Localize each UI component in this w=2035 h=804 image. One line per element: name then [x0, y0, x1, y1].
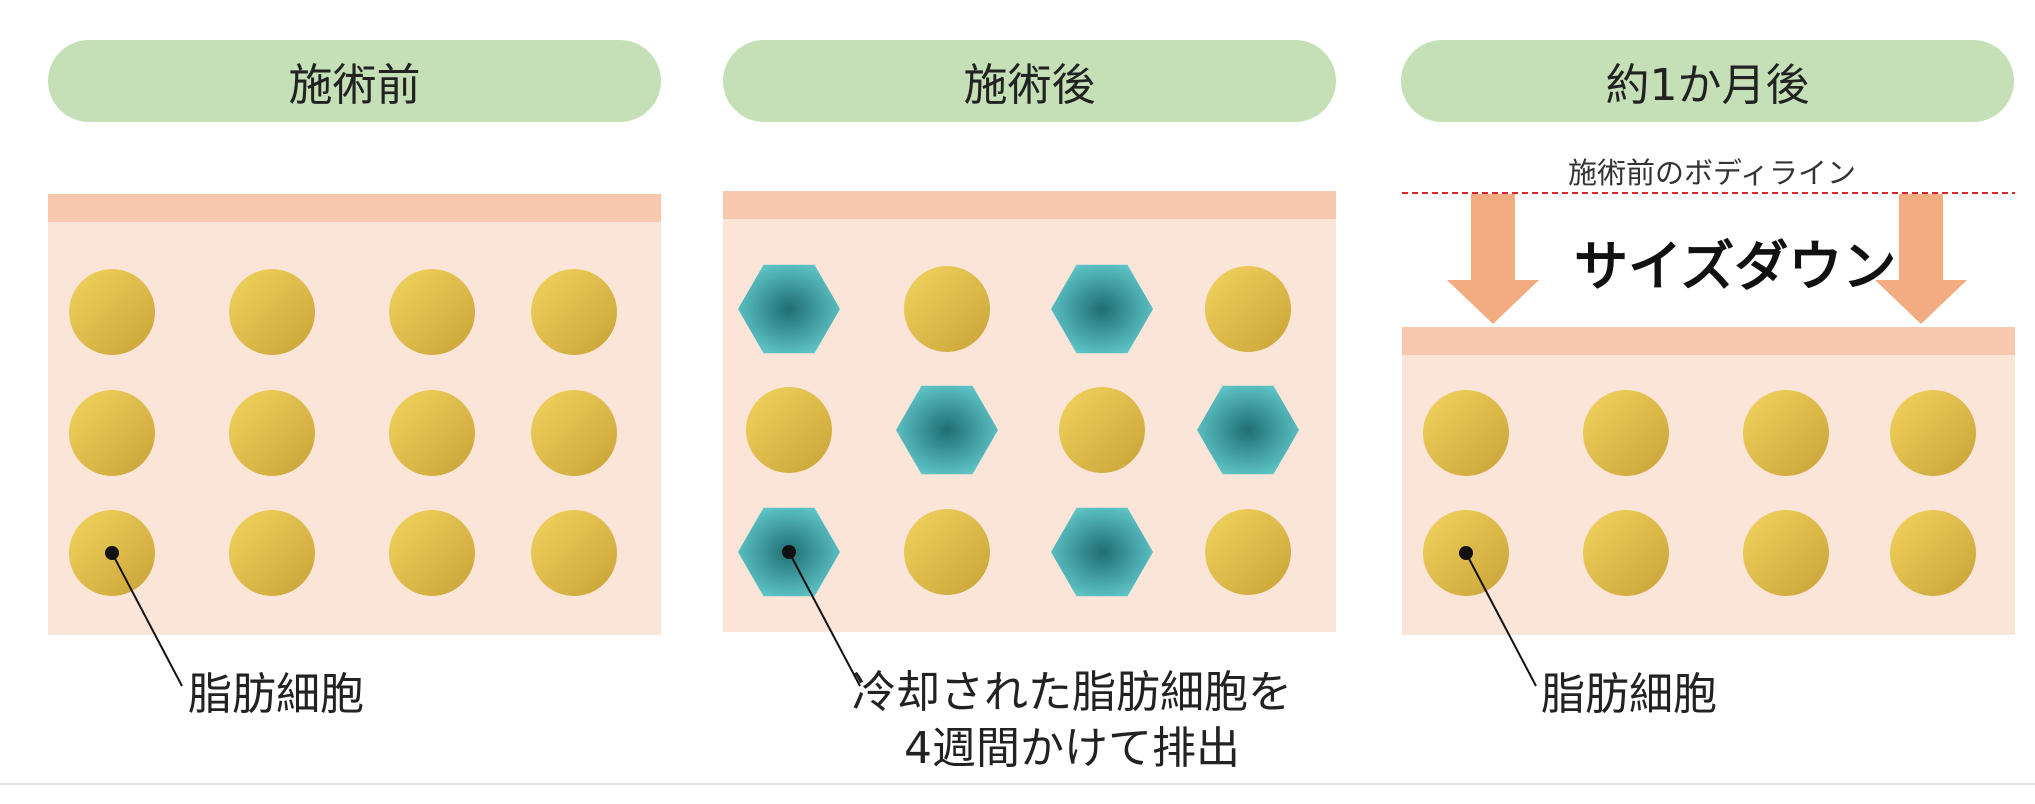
cooled-caption-line-1: 冷却された脂肪細胞を	[852, 667, 1292, 718]
skin-layer-after	[723, 191, 1336, 219]
fat-cell	[69, 269, 155, 355]
fat-cell	[531, 390, 617, 476]
skin-layer-one-month	[1402, 327, 2015, 355]
cooled-fat-cell	[1051, 507, 1153, 597]
cooled-fat-cell	[1051, 264, 1153, 354]
fat-cell	[1583, 510, 1669, 596]
header-after-label: 施術後	[963, 60, 1096, 111]
fat-cell	[1743, 390, 1829, 476]
prior-body-line-label: 施術前のボディライン	[1568, 156, 1856, 190]
leader-line-3	[1465, 552, 1537, 687]
fat-cell	[531, 510, 617, 596]
fat-cell	[1059, 387, 1145, 473]
fat-cell	[1583, 390, 1669, 476]
bottom-divider	[0, 783, 2035, 785]
cooled-fat-cell	[896, 385, 998, 475]
fat-cell	[904, 266, 990, 352]
leader-fat-cell-3	[1459, 546, 1537, 687]
leader-line-2	[788, 551, 861, 687]
fat-cell	[229, 510, 315, 596]
fat-cell	[1205, 509, 1291, 595]
fat-cell	[389, 269, 475, 355]
header-one-month: 約1か月後	[1401, 40, 2014, 122]
down-arrow-right	[1875, 194, 1967, 324]
fat-cell	[531, 269, 617, 355]
fat-cell	[1205, 266, 1291, 352]
panel-after-cells	[738, 264, 1299, 597]
fat-cell	[389, 390, 475, 476]
leader-fat-cell-1	[105, 546, 183, 687]
panel-one-month-cells	[1423, 390, 1976, 596]
cooled-cell-caption: 冷却された脂肪細胞を 4週間かけて排出	[852, 665, 1292, 777]
panel-before-cells	[69, 269, 617, 596]
fat-cell-caption-3: 脂肪細胞	[1541, 669, 1717, 720]
fat-cell	[746, 387, 832, 473]
fat-cell	[904, 509, 990, 595]
fat-cell	[1890, 510, 1976, 596]
header-one-month-label: 約1か月後	[1605, 60, 1810, 111]
fat-cell	[1890, 390, 1976, 476]
fat-cell	[389, 510, 475, 596]
cooled-caption-line-2: 4週間かけて排出	[904, 723, 1240, 774]
fat-cell-caption-1: 脂肪細胞	[188, 669, 364, 720]
cooled-fat-cell	[738, 264, 840, 354]
skin-layer-before	[48, 194, 661, 222]
header-before: 施術前	[48, 40, 661, 122]
down-arrow-left	[1447, 194, 1539, 324]
fat-cell	[1423, 390, 1509, 476]
fat-cell	[69, 390, 155, 476]
leader-cooled-cell	[782, 545, 861, 687]
fat-cell	[1743, 510, 1829, 596]
header-after: 施術後	[723, 40, 1336, 122]
header-before-label: 施術前	[288, 60, 421, 111]
fat-cell	[229, 390, 315, 476]
fat-cell	[229, 269, 315, 355]
leader-line-1	[111, 552, 183, 687]
size-down-label: サイズダウン	[1574, 235, 1897, 298]
cooled-fat-cell	[1197, 385, 1299, 475]
